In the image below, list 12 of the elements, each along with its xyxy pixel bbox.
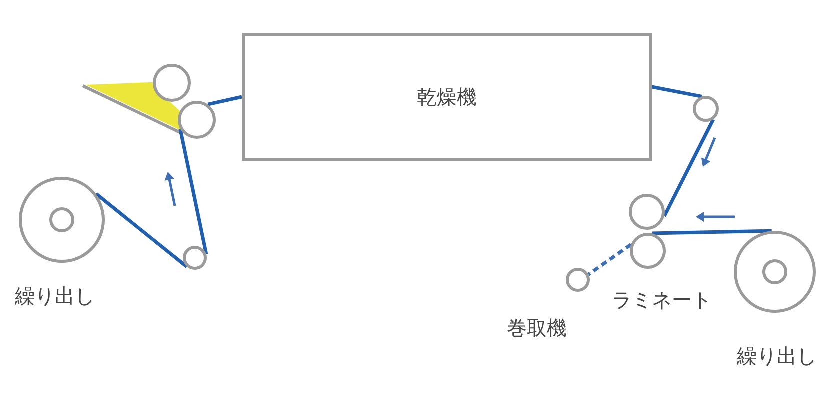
web-line bbox=[662, 118, 716, 218]
web-line bbox=[178, 128, 208, 255]
web-line bbox=[652, 85, 702, 98]
web-line bbox=[95, 192, 188, 268]
roll-label: 繰り出し bbox=[737, 346, 817, 366]
roll-label: ラミネート bbox=[612, 290, 712, 310]
dryer-label: 乾燥機 bbox=[417, 84, 477, 110]
web-line bbox=[208, 95, 242, 106]
dryer-box bbox=[242, 33, 652, 161]
web-line bbox=[652, 229, 772, 236]
roll-label: 巻取機 bbox=[507, 318, 567, 338]
roll-label: 繰り出し bbox=[15, 286, 95, 306]
